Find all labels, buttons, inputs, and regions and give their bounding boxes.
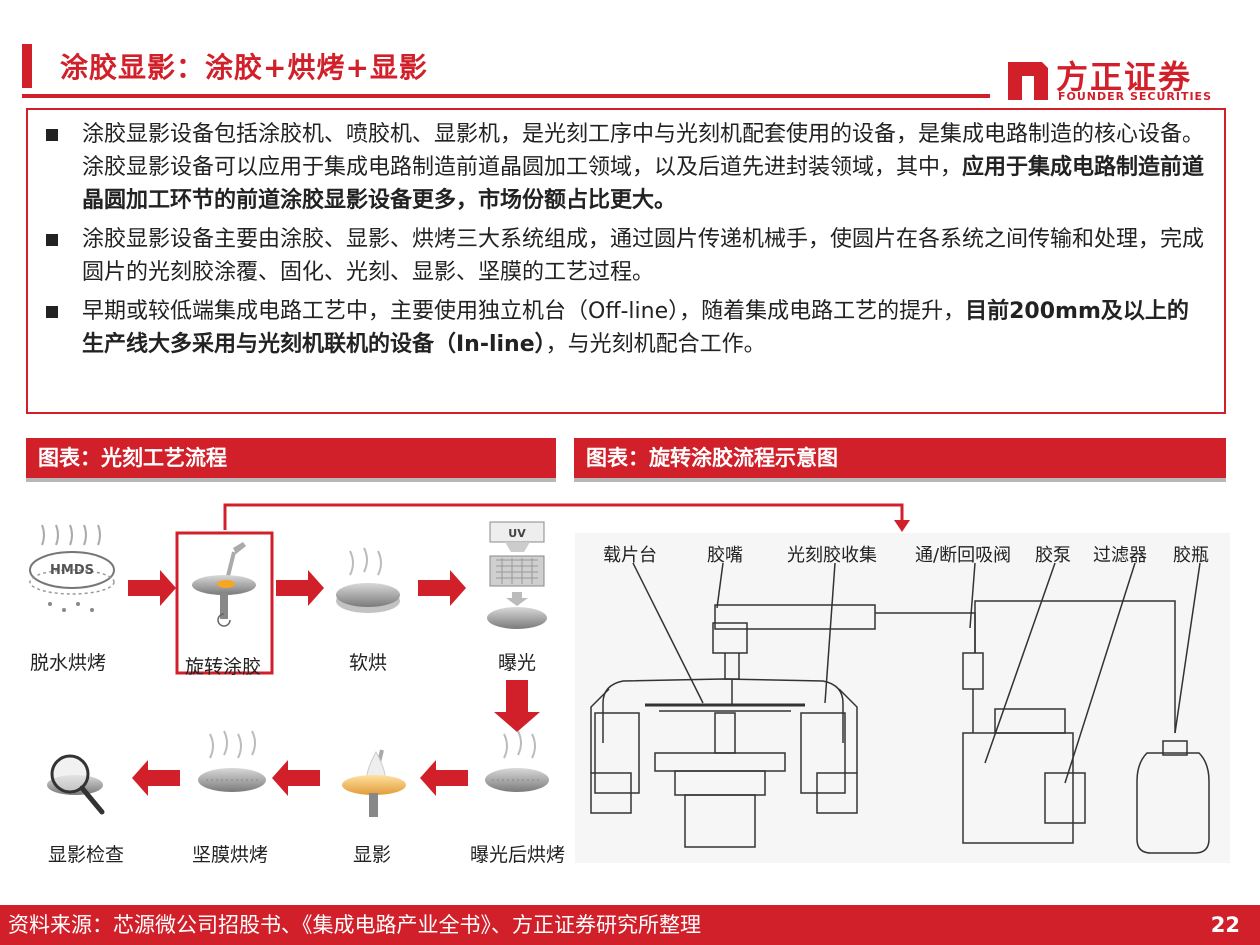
flow-arrow-left-icon [420, 760, 468, 796]
label-nozzle: 胶嘴 [707, 545, 743, 566]
flow-arrow-icon [418, 570, 466, 606]
highlight-box [175, 531, 274, 675]
flow-arrow-left-icon [132, 760, 180, 796]
bullet-text: 早期或较低端集成电路工艺中，主要使用独立机台（Off-line），随着集成电路工… [82, 299, 966, 324]
flow-arrow-icon [276, 570, 324, 606]
hmds-label: HMDS [50, 563, 94, 578]
step-label: 旋转涂胶 [185, 656, 262, 678]
label-suckback-valve: 通/断回吸阀 [915, 545, 1012, 566]
flow-arrow-down-icon [494, 680, 540, 732]
spin-coating-schematic [590, 562, 1210, 854]
square-bullet-icon [46, 234, 58, 246]
page-number: 22 [1210, 913, 1240, 937]
post-exposure-bake-icon [485, 730, 549, 792]
lithography-process-flow: HMDS UV [20, 500, 575, 880]
spin-coating-diagram: 载片台 胶嘴 光刻胶收集 通/断回吸阀 胶泵 过滤器 胶瓶 [575, 533, 1230, 863]
step-label: 软烘 [349, 652, 388, 674]
step-label: 曝光后烘烤 [470, 844, 566, 866]
title-accent-bar [22, 44, 32, 88]
flow-arrow-icon [128, 570, 176, 606]
square-bullet-icon [46, 306, 58, 318]
step-label: 坚膜烘烤 [192, 844, 269, 866]
bullet-item: 早期或较低端集成电路工艺中，主要使用独立机台（Off-line），随着集成电路工… [42, 295, 1210, 361]
uv-label: UV [508, 527, 526, 540]
section-header-process-flow: 图表：光刻工艺流程 [26, 438, 556, 478]
source-note: 资料来源：芯源微公司招股书、《集成电路产业全书》、方正证券研究所整理 [8, 913, 701, 937]
bullet-text: 涂胶显影设备包括涂胶机、喷胶机、显影机，是光刻工序中与光刻机配套使用的设备，是集… [82, 122, 1205, 180]
hard-bake-icon [198, 730, 266, 792]
dehydration-bake-icon [29, 524, 115, 612]
summary-box: 涂胶显影设备包括涂胶机、喷胶机、显影机，是光刻工序中与光刻机配套使用的设备，是集… [26, 108, 1226, 414]
inspection-icon [47, 754, 105, 815]
soft-bake-icon [336, 547, 400, 613]
step-label: 显影检查 [48, 844, 125, 866]
step-label: 显影 [353, 844, 392, 866]
logo-text-cn: 方正证券 [1056, 58, 1193, 96]
page-title: 涂胶显影：涂胶+烘烤+显影 [60, 51, 428, 84]
founder-logo: 方正证券 FOUNDER SECURITIES [1004, 52, 1236, 106]
section-header-spin-coating: 图表：旋转涂胶流程示意图 [574, 438, 1226, 478]
bullet-text-bold: 应用于集成电路制造前道晶圆加工环节的前道涂胶显影设备更多，市场份额占比更大。 [82, 155, 1205, 213]
label-pump: 胶泵 [1035, 545, 1071, 566]
square-bullet-icon [46, 129, 58, 141]
process-flow-graphic: HMDS UV [29, 521, 549, 817]
label-bottle: 胶瓶 [1173, 545, 1209, 566]
bullet-item: 涂胶显影设备包括涂胶机、喷胶机、显影机，是光刻工序中与光刻机配套使用的设备，是集… [42, 118, 1210, 217]
footer-bar: 资料来源：芯源微公司招股书、《集成电路产业全书》、方正证券研究所整理 22 [0, 905, 1260, 945]
spin-coating-icon [192, 542, 256, 627]
label-filter: 过滤器 [1093, 545, 1147, 566]
exposure-icon [487, 521, 547, 629]
step-label: 脱水烘烤 [30, 652, 107, 674]
header-divider [22, 94, 990, 98]
step-label: 曝光 [498, 652, 537, 674]
flow-arrow-left-icon [272, 760, 320, 796]
label-resist-collection: 光刻胶收集 [787, 545, 877, 566]
bullet-text-bold: 目前200mm及以上的生产线大多采用与光刻机联机的设备（In-line） [82, 299, 1189, 357]
logo-text-en: FOUNDER SECURITIES [1058, 90, 1212, 103]
bullet-item: 涂胶显影设备主要由涂胶、显影、烘烤三大系统组成，通过圆片传递机械手，使圆片在各系… [42, 223, 1210, 289]
label-wafer-stage: 载片台 [603, 545, 657, 566]
founder-logo-icon [1008, 62, 1048, 100]
bullet-text: ，与光刻机配合工作。 [545, 332, 766, 357]
bullet-text: 涂胶显影设备主要由涂胶、显影、烘烤三大系统组成，通过圆片传递机械手，使圆片在各系… [82, 227, 1205, 285]
develop-icon [342, 749, 406, 817]
